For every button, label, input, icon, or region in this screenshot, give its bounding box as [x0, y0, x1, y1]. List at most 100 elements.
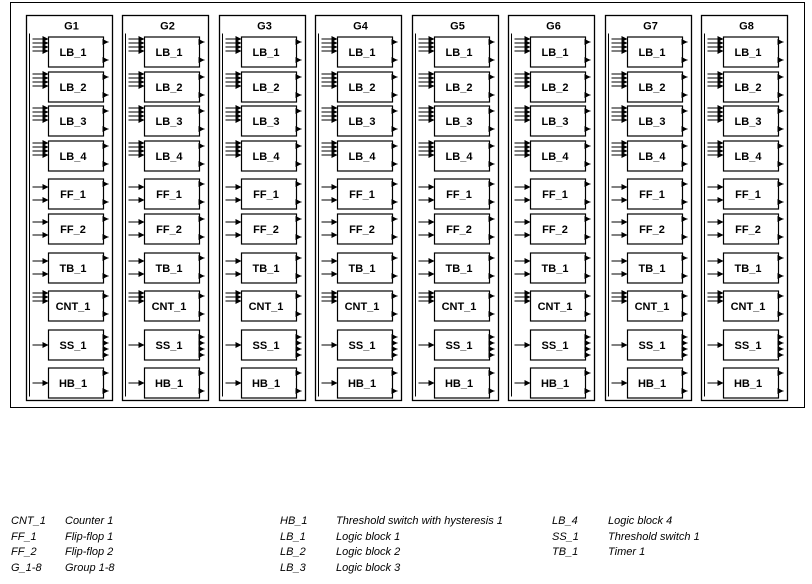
block-box	[143, 71, 201, 103]
block-box	[240, 213, 298, 245]
group-title: G1	[64, 21, 79, 33]
function-block-ss-1: SS_1	[707, 329, 784, 361]
block-box	[143, 105, 201, 137]
function-block-hb-1: HB_1	[321, 367, 398, 399]
legend-desc: Logic block 3	[336, 561, 401, 574]
block-box	[47, 178, 105, 210]
block-label: FF_2	[60, 224, 86, 236]
function-block-lb-1: LB_1	[321, 36, 398, 68]
function-block-cnt-1: CNT_1	[32, 290, 109, 322]
group-title: G2	[160, 21, 175, 33]
function-block-hb-1: HB_1	[611, 367, 688, 399]
block-label: LB_4	[639, 151, 667, 163]
legend-col-3: LB_4 Logic block 4 SS_1 Threshold switch…	[552, 514, 802, 561]
block-label: LB_3	[446, 116, 473, 128]
legend-abbr: FF_2	[11, 546, 37, 559]
block-box	[336, 290, 394, 322]
block-box	[626, 329, 684, 361]
block-label: CNT_1	[56, 301, 91, 313]
function-block-lb-4: LB_4	[418, 140, 495, 172]
legend-desc: Logic block 1	[336, 530, 401, 543]
function-block-hb-1: HB_1	[225, 367, 302, 399]
group-panel: G1LB_1LB_2LB_3LB_4FF_1FF_2TB_1CNT_1SS_1H…	[25, 14, 114, 402]
block-label: LB_2	[446, 82, 473, 94]
group-title: G7	[643, 21, 658, 33]
block-box	[529, 71, 587, 103]
function-block-hb-1: HB_1	[128, 367, 205, 399]
group-frame	[700, 14, 789, 402]
block-label: SS_1	[542, 340, 569, 352]
block-label: FF_2	[735, 224, 761, 236]
block-label: TB_1	[639, 263, 666, 275]
block-label: LB_4	[349, 151, 377, 163]
legend-abbr: CNT_1	[11, 515, 46, 527]
legend-desc: Threshold switch with hysteresis 1	[336, 515, 503, 527]
block-label: LB_3	[349, 116, 376, 128]
function-block-ss-1: SS_1	[514, 329, 591, 361]
block-box	[336, 178, 394, 210]
function-block-lb-2: LB_2	[32, 71, 109, 103]
block-label: SS_1	[735, 340, 762, 352]
block-box	[143, 252, 201, 284]
block-label: TB_1	[349, 263, 376, 275]
block-label: LB_4	[253, 151, 281, 163]
block-box	[433, 105, 491, 137]
block-box	[143, 36, 201, 68]
block-label: FF_1	[735, 189, 761, 201]
block-label: HB_1	[734, 378, 762, 390]
legend-desc: Threshold switch 1	[608, 530, 700, 543]
function-block-hb-1: HB_1	[707, 367, 784, 399]
legend-item: LB_4 Logic block 4	[552, 514, 802, 530]
block-label: FF_1	[639, 189, 665, 201]
block-label: HB_1	[445, 378, 473, 390]
block-box	[722, 36, 780, 68]
function-block-lb-4: LB_4	[128, 140, 205, 172]
block-label: LB_4	[735, 151, 763, 163]
block-label: HB_1	[638, 378, 666, 390]
function-block-ff-2: FF_2	[707, 213, 784, 245]
block-box	[529, 252, 587, 284]
function-block-lb-3: LB_3	[418, 105, 495, 137]
legend-item: LB_2 Logic block 2	[280, 545, 540, 561]
block-label: FF_2	[156, 224, 182, 236]
legend-abbr: FF_1	[11, 530, 37, 543]
legend-abbr: HB_1	[280, 515, 308, 527]
legend-item: LB_3 Logic block 3	[280, 561, 540, 577]
function-block-hb-1: HB_1	[32, 367, 109, 399]
function-block-lb-1: LB_1	[418, 36, 495, 68]
block-box	[529, 36, 587, 68]
block-box	[336, 71, 394, 103]
group-title: G4	[353, 21, 369, 33]
block-box	[626, 36, 684, 68]
group-frame	[25, 14, 114, 402]
block-label: LB_2	[639, 82, 666, 94]
block-label: LB_3	[639, 116, 666, 128]
block-label: LB_2	[735, 82, 762, 94]
block-box	[240, 36, 298, 68]
function-block-ss-1: SS_1	[418, 329, 495, 361]
block-label: FF_2	[639, 224, 665, 236]
block-box	[529, 329, 587, 361]
group-panel: G2LB_1LB_2LB_3LB_4FF_1FF_2TB_1CNT_1SS_1H…	[121, 14, 210, 402]
function-block-cnt-1: CNT_1	[225, 290, 302, 322]
block-label: SS_1	[446, 340, 473, 352]
function-block-ss-1: SS_1	[611, 329, 688, 361]
function-block-ff-2: FF_2	[418, 213, 495, 245]
block-label: LB_1	[639, 47, 666, 59]
legend-desc: Counter 1	[65, 515, 114, 527]
function-block-cnt-1: CNT_1	[611, 290, 688, 322]
block-label: TB_1	[735, 263, 762, 275]
block-box	[336, 140, 394, 172]
legend-col-1: CNT_1 Counter 1 FF_1 Flip-flop 1 FF_2 Fl…	[11, 514, 261, 576]
function-block-ff-1: FF_1	[418, 178, 495, 210]
block-box	[240, 140, 298, 172]
function-block-ff-2: FF_2	[128, 213, 205, 245]
block-box	[433, 36, 491, 68]
block-box	[626, 178, 684, 210]
block-label: LB_3	[542, 116, 569, 128]
function-block-ff-1: FF_1	[611, 178, 688, 210]
function-block-lb-4: LB_4	[611, 140, 688, 172]
block-box	[722, 178, 780, 210]
block-label: FF_1	[156, 189, 182, 201]
function-block-ff-1: FF_1	[128, 178, 205, 210]
